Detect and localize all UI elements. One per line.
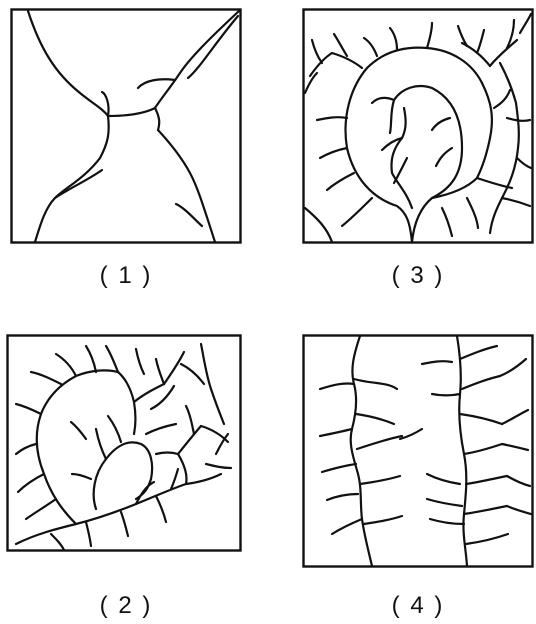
panel-frame — [12, 10, 241, 243]
drainage-pattern-1 — [10, 8, 242, 244]
panel-frame — [304, 336, 533, 567]
panel-label-2: ( 2 ) — [66, 592, 186, 620]
drainage-pattern-3 — [302, 8, 534, 244]
stream-lines — [28, 11, 239, 242]
stream-lines — [305, 14, 531, 242]
panel-label-3: ( 3 ) — [358, 262, 478, 290]
drainage-pattern-4 — [302, 334, 534, 568]
stream-lines — [320, 336, 531, 566]
drainage-pattern-2 — [6, 334, 242, 552]
stream-lines — [16, 344, 231, 550]
panel-label-1: ( 1 ) — [66, 262, 186, 290]
panel-label-4: ( 4 ) — [358, 592, 478, 620]
